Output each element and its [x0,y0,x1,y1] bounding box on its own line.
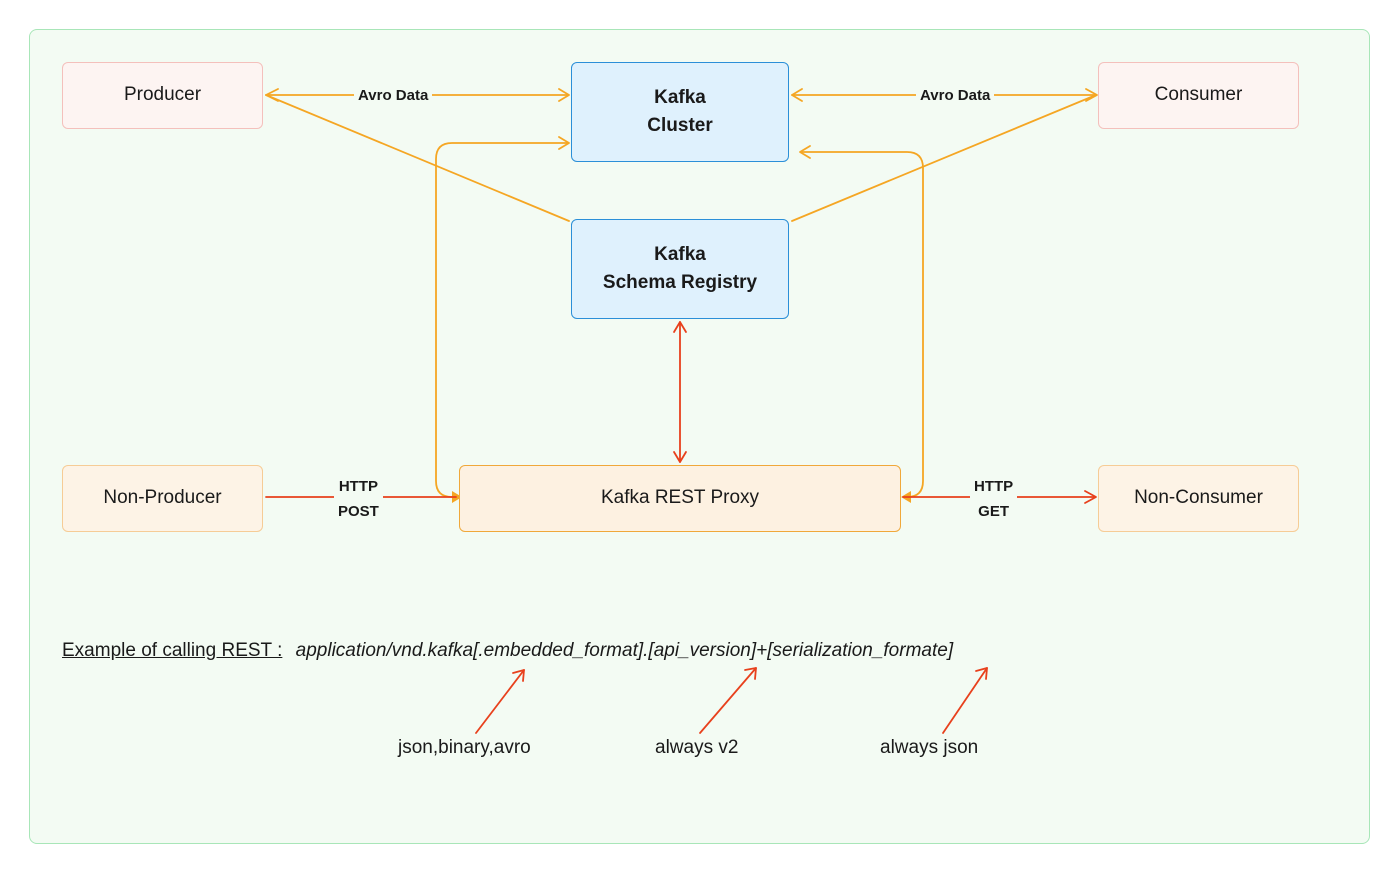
avro-data-label-left: Avro Data [354,83,433,108]
rest-example-label: Example of calling REST : [62,640,283,661]
non-producer-node: Non-Producer [62,465,263,532]
rest-example: Example of calling REST : application/vn… [62,640,953,662]
http-get-label: HTTP GET [970,474,1018,524]
annotation-api-version: always v2 [655,737,739,758]
rest-example-format: application/vnd.kafka[.embedded_format].… [295,640,954,661]
non-consumer-label: Non-Consumer [1134,487,1263,509]
http-post-label-line1: HTTP [338,478,378,495]
kafka-cluster-label-line1: Kafka [654,86,706,108]
http-post-label-line2: POST [338,503,379,520]
rest-proxy-label: Kafka REST Proxy [600,487,760,509]
annotation-serialization-format: always json [880,737,979,758]
http-post-label: HTTP POST [334,474,383,524]
schema-registry-label-line1: Kafka [654,243,706,265]
schema-registry-node: Kafka Schema Registry [571,219,789,319]
non-producer-label: Non-Producer [103,487,222,509]
annotation-embedded-format: json,binary,avro [398,737,531,758]
http-get-label-line2: GET [978,503,1009,520]
kafka-cluster-label-line2: Cluster [647,115,713,136]
non-consumer-node: Non-Consumer [1098,465,1299,532]
consumer-label: Consumer [1154,84,1243,106]
producer-node: Producer [62,62,263,129]
rest-proxy-node: Kafka REST Proxy [459,465,901,532]
producer-label: Producer [123,84,202,106]
kafka-cluster-node: Kafka Cluster [571,62,789,162]
consumer-node: Consumer [1098,62,1299,129]
schema-registry-label-line2: Schema Registry [602,272,758,293]
http-get-label-line1: HTTP [974,478,1014,495]
avro-data-label-right: Avro Data [916,83,995,108]
